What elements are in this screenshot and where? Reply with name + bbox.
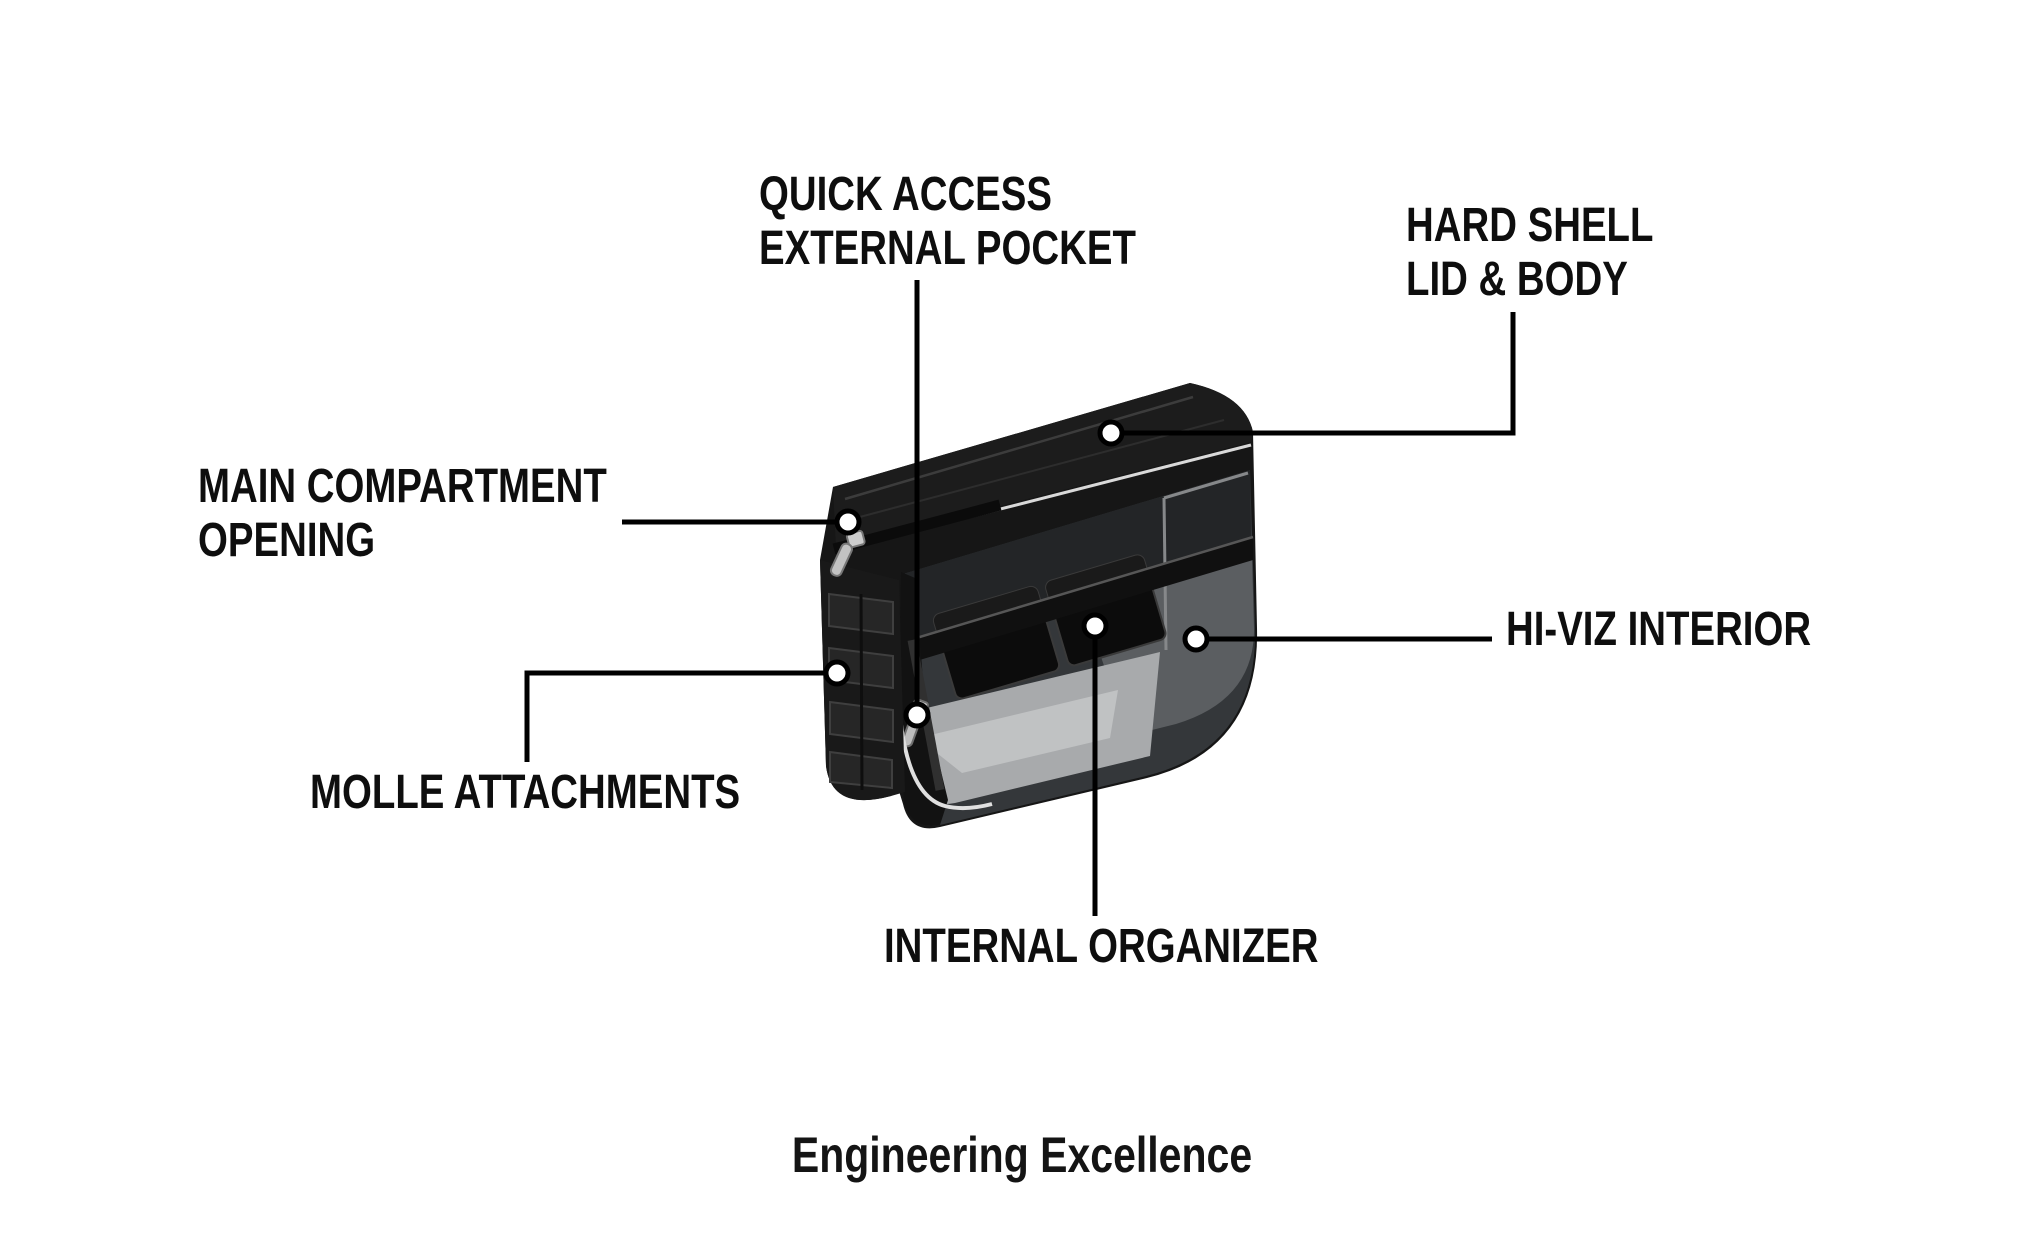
interior-rail-edge [902, 535, 1254, 644]
interior-rail [903, 537, 1253, 665]
label-quick-access-external-pocket: QUICK ACCESS EXTERNAL POCKET [759, 168, 1136, 275]
label-internal-organizer: INTERNAL ORGANIZER [884, 920, 1319, 973]
label-molle-attachments: MOLLE ATTACHMENTS [310, 766, 741, 819]
callout-dot-quick-access [903, 701, 931, 729]
callout-line-hard-shell [1116, 312, 1516, 436]
label-main-compartment-opening: MAIN COMPARTMENT OPENING [198, 460, 607, 567]
label-hi-viz-interior: HI-VIZ INTERIOR [1506, 603, 1812, 656]
callout-line-molle [524, 670, 834, 762]
molle-seam [859, 593, 864, 791]
lid-stitch-line-1 [844, 395, 1194, 501]
callout-dot-hi-viz [1182, 625, 1210, 653]
main-zipper-pull [829, 542, 853, 577]
interior-rim-line-top [1163, 471, 1249, 500]
callout-dot-internal-organizer [1081, 612, 1109, 640]
interior-floor-highlight [918, 690, 1118, 773]
callout-dot-main-compartment [834, 508, 862, 536]
footer-title: Engineering Excellence [791, 1127, 1253, 1183]
label-hard-shell-lid-body: HARD SHELL LID & BODY [1406, 199, 1654, 306]
callout-dot-hard-shell [1097, 419, 1125, 447]
callout-dot-molle [823, 659, 851, 687]
lid-stitch-line-2 [840, 419, 1225, 523]
bag-lid [833, 383, 1253, 548]
